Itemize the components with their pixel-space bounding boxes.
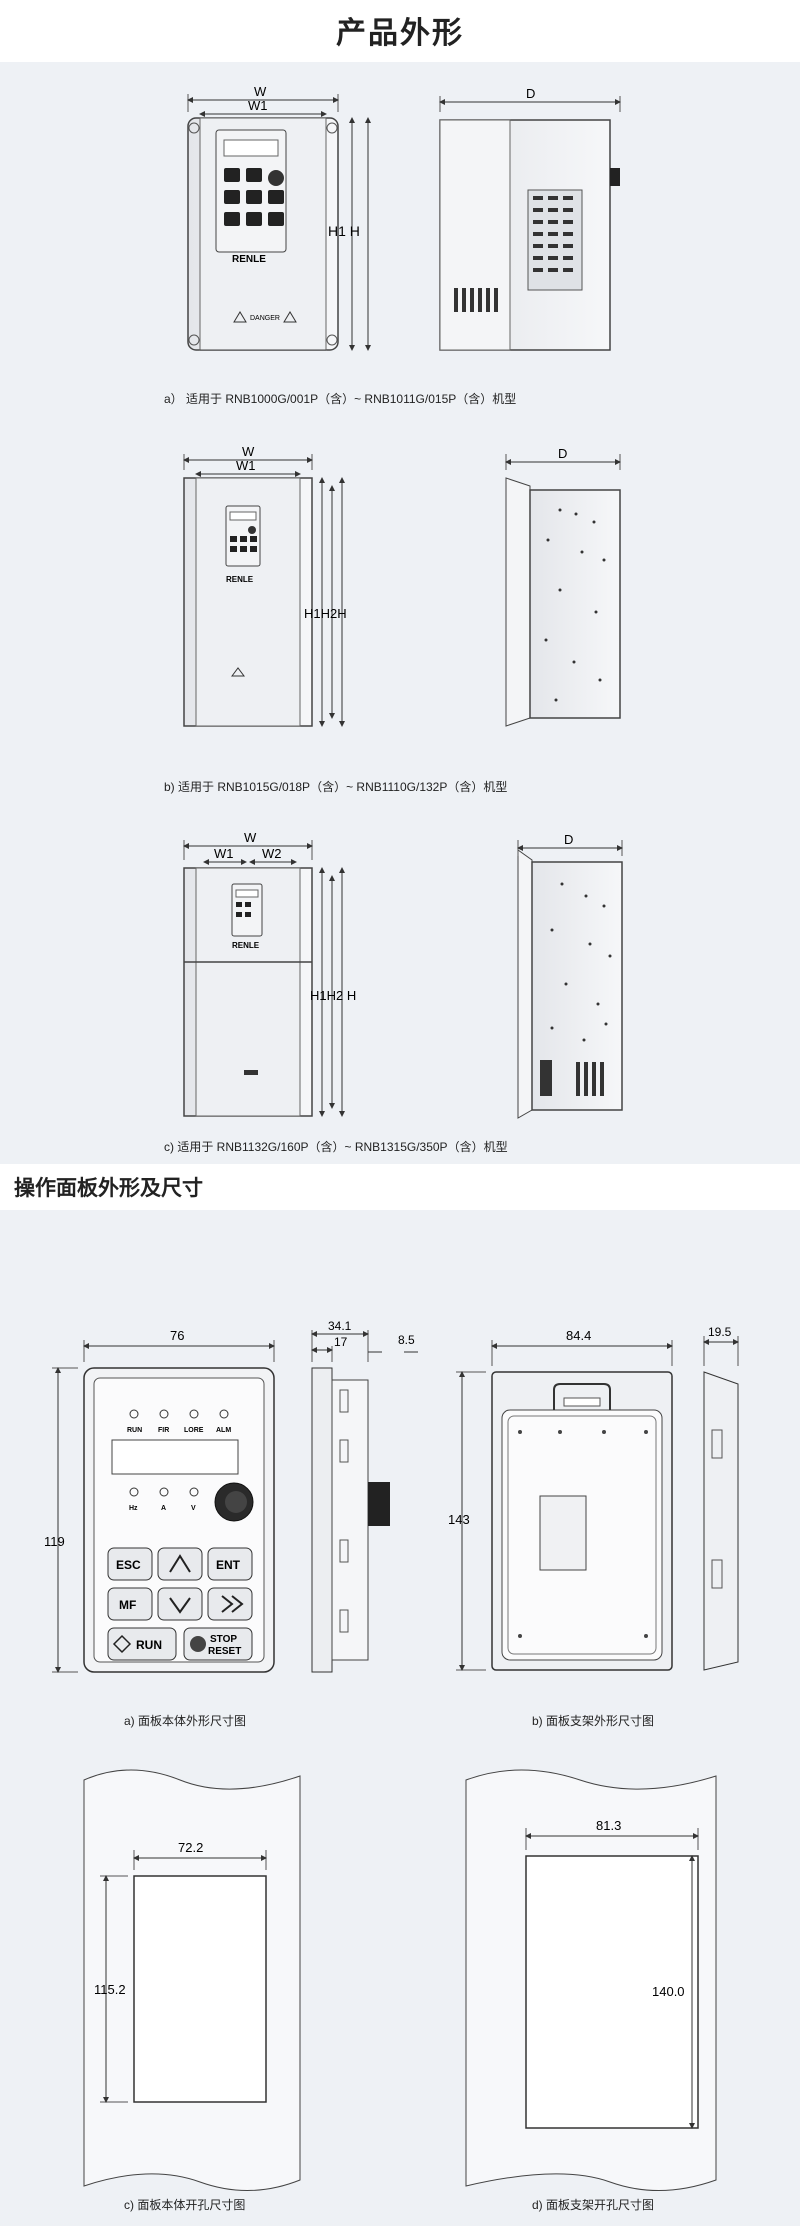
dim-w1-c: W1 <box>214 846 234 861</box>
caption-variant-a: a） 适用于 RNB1000G/001P（含）~ RNB1011G/015P（含… <box>164 392 517 406</box>
dim-keypad-width: 76 <box>170 1328 184 1343</box>
dim-keypad-depth: 34.1 <box>328 1319 352 1333</box>
dim-keypad-height: 119 <box>44 1534 65 1549</box>
brand-label-c: RENLE <box>232 941 260 950</box>
caption-variant-c: c) 适用于 RNB1132G/160P（含）~ RNB1315G/350P（含… <box>164 1140 508 1154</box>
keypad-side <box>311 1367 390 1673</box>
dim-cutout-bracket-width: 81.3 <box>596 1818 621 1833</box>
dim-w2-c: W2 <box>262 846 282 861</box>
led-label-v: V <box>191 1505 196 1512</box>
cutout-bracket <box>465 1769 717 2192</box>
section-title-keypad: 操作面板外形及尺寸 <box>14 1177 203 1200</box>
dim-bracket-width: 84.4 <box>566 1328 591 1343</box>
product-shape-panel <box>0 62 800 1164</box>
variant-c-side <box>517 849 623 1119</box>
led-label-fir: FIR <box>158 1427 169 1434</box>
key-ent: ENT <box>216 1558 241 1572</box>
dim-bracket-height: 143 <box>448 1512 470 1527</box>
dim-w1-a: W1 <box>248 98 268 113</box>
section-title-product-shape: 产品外形 <box>336 17 464 50</box>
dim-cutout-keypad-height: 115.2 <box>94 1982 126 1997</box>
brand-label-b: RENLE <box>226 575 254 584</box>
key-esc: ESC <box>116 1558 141 1572</box>
cutout-keypad <box>83 1769 301 2192</box>
dim-d-a: D <box>526 86 535 101</box>
caption-keypad-body: a) 面板本体外形尺寸图 <box>124 1714 247 1728</box>
caption-bracket-cutout: d) 面板支架开孔尺寸图 <box>532 2198 655 2212</box>
dim-w-c: W <box>244 830 257 845</box>
dim-cutout-bracket-height: 140.0 <box>652 1984 685 1999</box>
dim-w1-b: W1 <box>236 458 256 473</box>
led-label-a: A <box>161 1505 166 1512</box>
caption-variant-b: b) 适用于 RNB1015G/018P（含）~ RNB1110G/132P（含… <box>164 780 508 794</box>
dim-keypad-thickness: 8.5 <box>398 1333 415 1347</box>
caption-bracket: b) 面板支架外形尺寸图 <box>532 1714 655 1728</box>
led-label-hz: Hz <box>129 1505 138 1512</box>
dim-d-b: D <box>558 446 567 461</box>
dim-w-b: W <box>242 444 255 459</box>
key-mf: MF <box>119 1598 136 1612</box>
key-stop: STOP <box>210 1634 237 1645</box>
dim-cutout-keypad-width: 72.2 <box>178 1840 203 1855</box>
caption-keypad-cutout: c) 面板本体开孔尺寸图 <box>124 2198 246 2212</box>
brand-label-a: RENLE <box>232 254 266 265</box>
dim-w-a: W <box>254 84 267 99</box>
dim-h-b: H1H2H <box>304 606 347 621</box>
key-reset: RESET <box>208 1646 241 1657</box>
led-label-run: RUN <box>127 1427 142 1434</box>
dim-d-c: D <box>564 832 573 847</box>
keypad-front <box>83 1367 275 1673</box>
bracket-front <box>491 1371 673 1671</box>
led-label-lore: LORE <box>184 1427 204 1434</box>
dim-h-a: H1 H <box>328 223 360 239</box>
dim-bracket-depth: 19.5 <box>708 1325 732 1339</box>
dim-h-c: H1H2 H <box>310 988 356 1003</box>
dim-keypad-depth-inner: 17 <box>334 1335 348 1349</box>
key-run: RUN <box>136 1638 162 1652</box>
variant-c-front <box>183 867 313 1117</box>
led-label-alm: ALM <box>216 1427 231 1434</box>
variant-b-side <box>505 477 621 727</box>
bracket-side <box>703 1371 739 1671</box>
warning-label-a: DANGER <box>250 315 280 322</box>
variant-a-side <box>439 119 620 351</box>
variant-b-front <box>183 477 313 727</box>
variant-a-front <box>187 117 339 351</box>
